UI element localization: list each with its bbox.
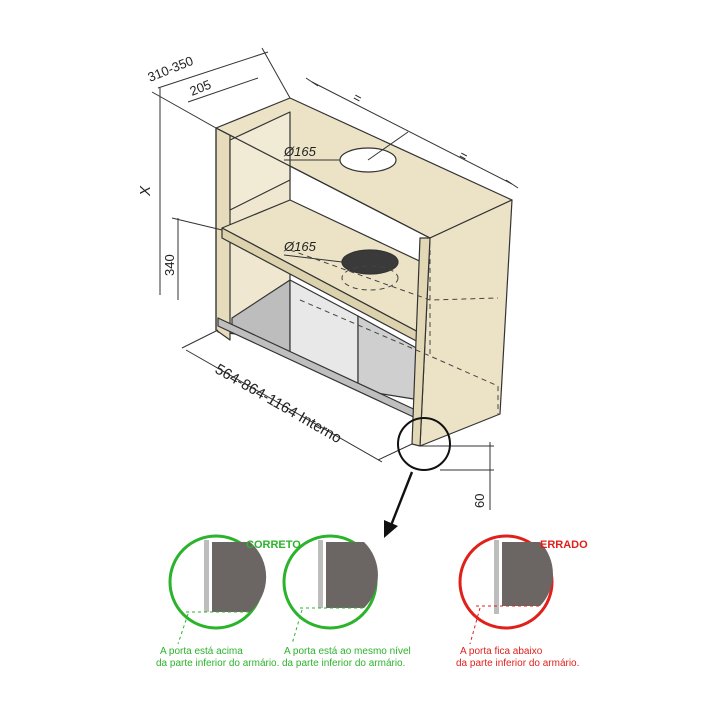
correct-2-caption-line1: A porta está ao mesmo nível: [284, 646, 411, 657]
hidden-bottom-outline: [299, 299, 499, 414]
depth-outer-label: 310-350: [146, 53, 196, 85]
depth-inner-line: [187, 77, 259, 103]
top-hole-label: Ø165: [283, 144, 317, 159]
front-top-edge: [215, 127, 431, 239]
wrong-heading: ERRADO: [540, 539, 588, 551]
correct-2-caption-line2: da parte inferior do armário.: [282, 658, 405, 669]
zoom-arrow-shaft: [388, 471, 414, 529]
zoom-callout: [384, 417, 451, 538]
top-width-line: [311, 81, 513, 185]
depth-outer-ext-1: [151, 91, 217, 129]
depth-outer-ext-2: [261, 47, 291, 99]
detail-correct-1-door: [212, 542, 267, 612]
detail-correct-2: [282, 534, 378, 645]
height-x-label: X: [137, 185, 154, 197]
wrong-1-caption-line1: A porta fica abaixo: [460, 646, 543, 657]
correct-1-caption-line2: da parte inferior do armário.: [156, 658, 279, 669]
zoom-arrow-head: [384, 520, 398, 538]
detail-correct-1-leader: [177, 613, 189, 645]
hole-leaders: [283, 159, 343, 263]
plinth-label: 60: [472, 494, 487, 508]
shelf-height-ext: [171, 217, 223, 231]
detail-wrong-1-leader: [469, 607, 481, 645]
correct-1-caption-line1: A porta está acima: [160, 646, 243, 657]
hole-center-dash: [367, 131, 409, 161]
depth-outer-line: [157, 51, 269, 89]
shelf-height-label: 340: [162, 254, 177, 276]
detail-correct-1: [168, 534, 267, 645]
detail-correct-1-panel: [204, 540, 209, 612]
detail-correct-2-door: [326, 542, 378, 608]
zoom-circle: [397, 417, 451, 471]
shelf-hole-leader: [283, 254, 343, 263]
wrong-1-caption-line2: da parte inferior do armário.: [456, 658, 579, 669]
equal-mark-1: =: [351, 89, 365, 106]
interior-width-ext-1: [181, 329, 219, 349]
detail-wrong-1-panel: [494, 540, 499, 614]
depth-inner-label: 205: [188, 77, 214, 99]
detail-correct-2-panel: [318, 540, 323, 608]
top-width-tick-1: [305, 77, 319, 87]
detail-wrong-1: [458, 534, 554, 645]
detail-wrong-1-door: [502, 542, 553, 606]
hidden-lines: [289, 249, 499, 414]
top-underside: [229, 111, 291, 211]
shelf-hole-label: Ø165: [283, 239, 317, 254]
interior-width-ext-2: [377, 443, 413, 461]
dimension-lines: [151, 47, 519, 510]
correct-heading: CORRETO: [246, 539, 301, 551]
top-width-tick-2: [505, 179, 519, 189]
hidden-hole-projection: [341, 265, 399, 291]
interior-width-line: [185, 349, 383, 463]
